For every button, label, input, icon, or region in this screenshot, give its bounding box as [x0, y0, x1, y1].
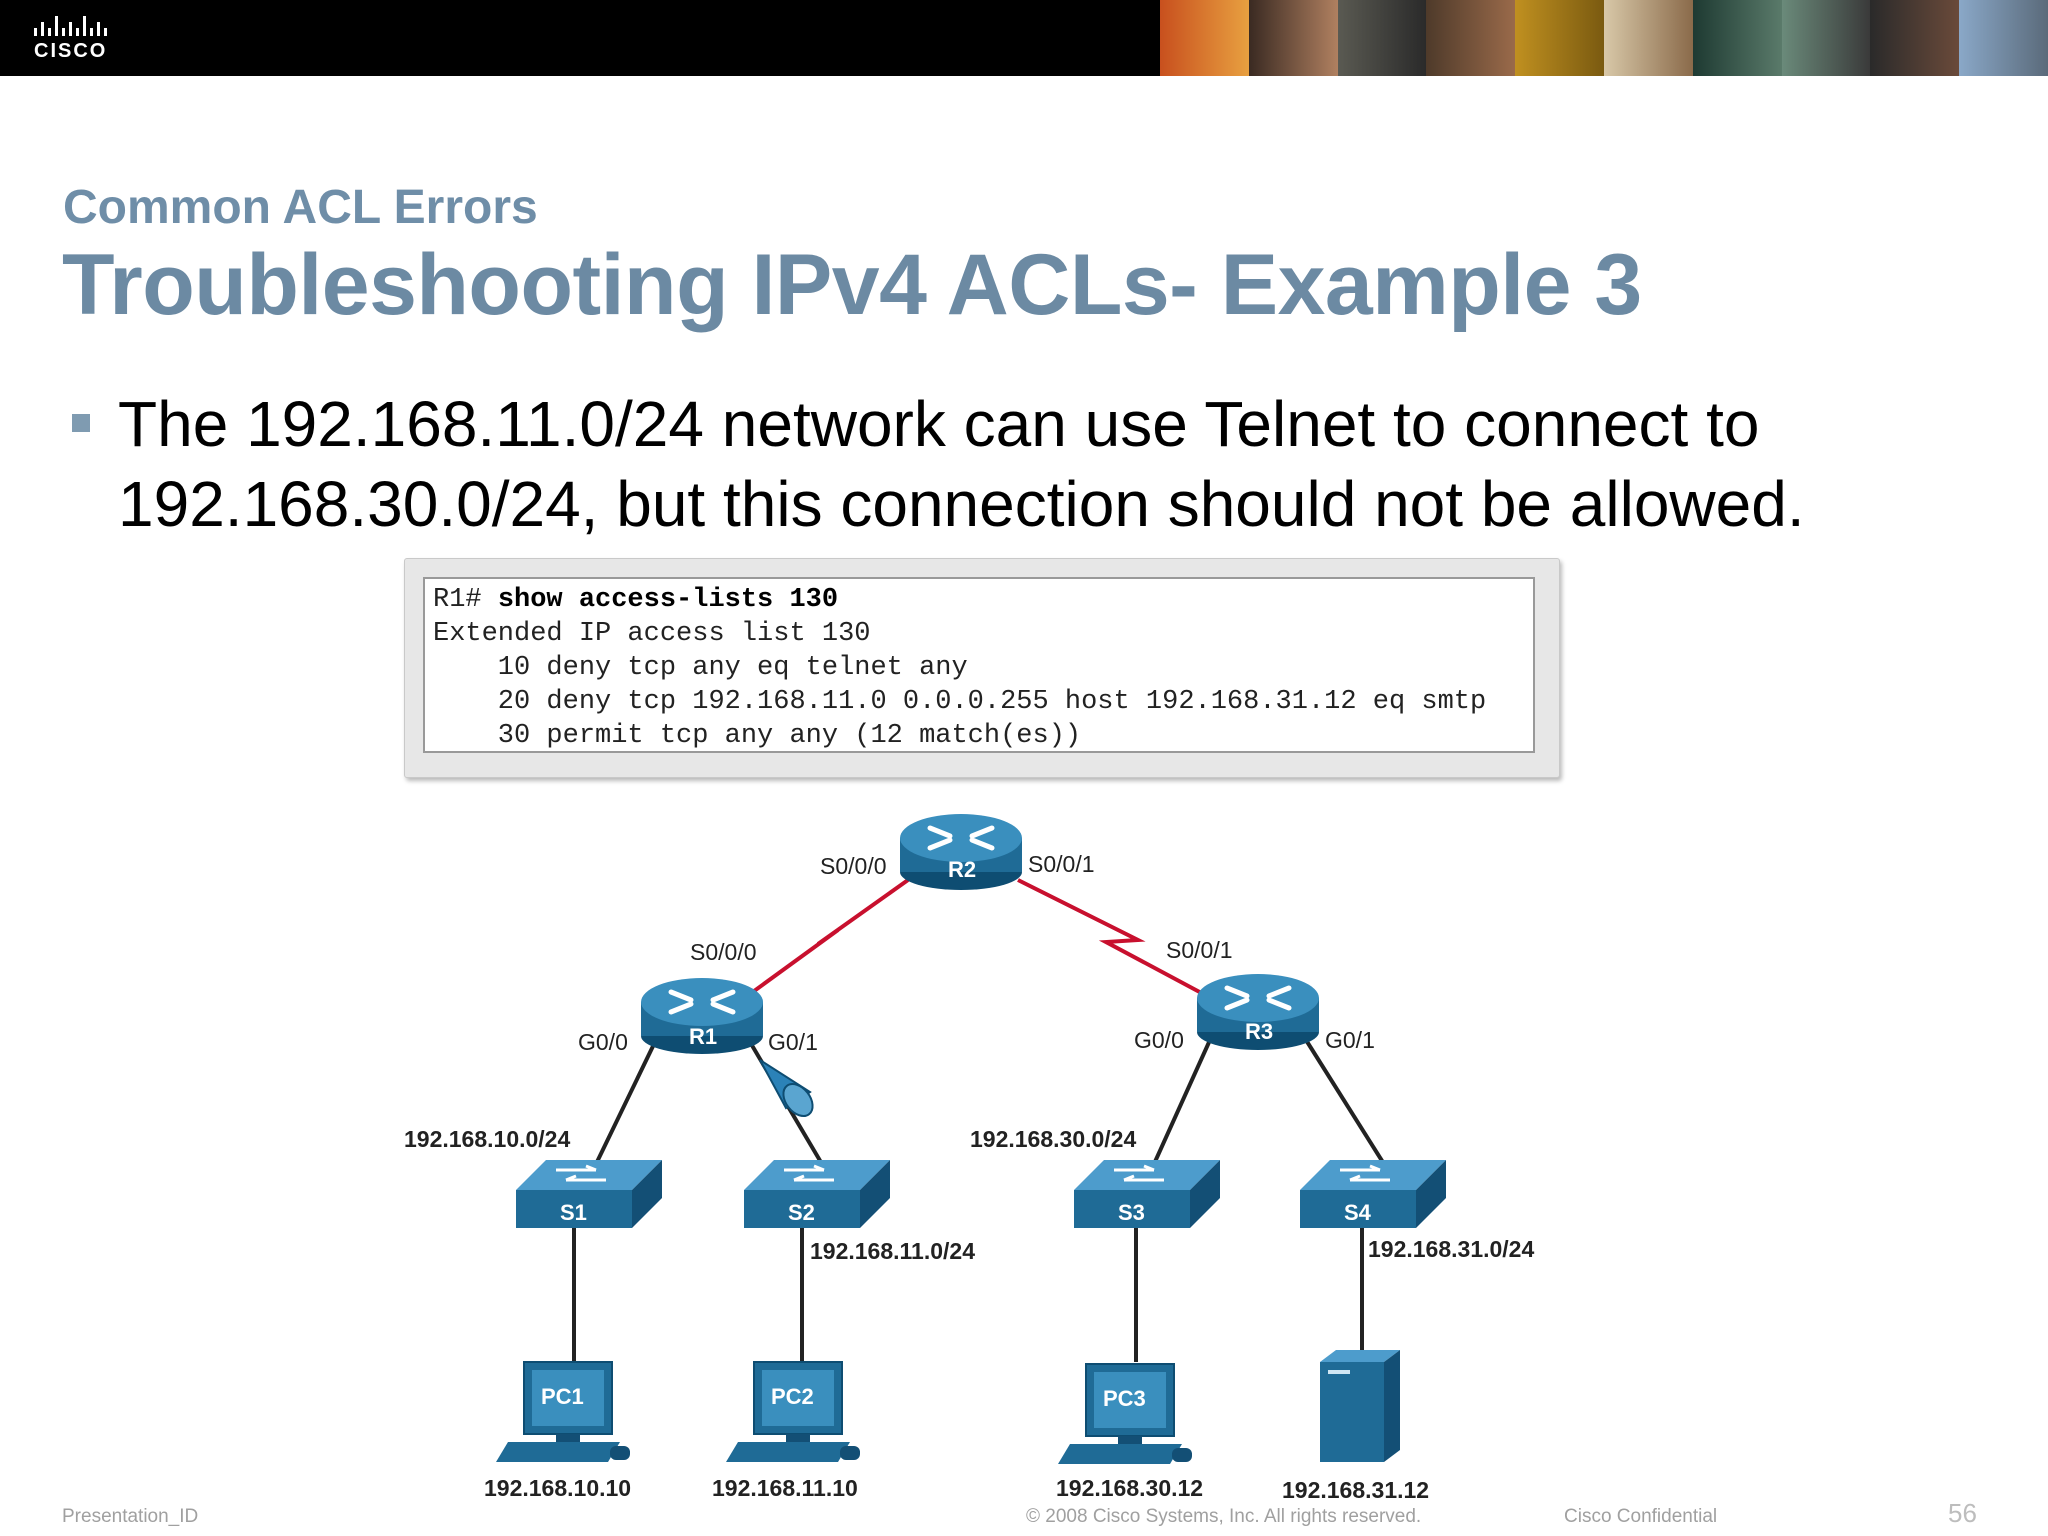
header-bar: CISCO — [0, 0, 2048, 76]
network-label-30: 192.168.30.0/24 — [970, 1126, 1136, 1152]
router-label-r3: R3 — [1245, 1019, 1273, 1044]
pc3-icon[interactable] — [1058, 1363, 1192, 1464]
link-r3-s3 — [1152, 1039, 1212, 1165]
photo-tile — [1781, 0, 1871, 76]
host-ip-pc3: 192.168.30.12 — [1056, 1475, 1203, 1501]
pc-label-pc1: PC1 — [541, 1384, 584, 1409]
pc-label-pc2: PC2 — [771, 1384, 814, 1409]
photo-tile — [1603, 0, 1693, 76]
interface-label-r1-g01: G0/1 — [768, 1029, 818, 1055]
page-number: 56 — [1948, 1498, 1977, 1528]
footer-presentation-id: Presentation_ID — [62, 1506, 199, 1527]
link-r3-s4 — [1304, 1038, 1386, 1166]
photo-tile — [1426, 0, 1516, 76]
switch-label-s3: S3 — [1118, 1200, 1145, 1225]
footer-copyright: © 2008 Cisco Systems, Inc. All rights re… — [1026, 1506, 1422, 1527]
interface-label-r2-s000: S0/0/0 — [820, 853, 887, 879]
interface-label-r1-s000: S0/0/0 — [690, 939, 757, 965]
pc-label-pc3: PC3 — [1103, 1386, 1146, 1411]
cli-prompt: R1# — [433, 585, 498, 615]
footer-confidential: Cisco Confidential — [1564, 1506, 1718, 1527]
photo-tile — [1337, 0, 1427, 76]
cli-output-panel: R1# show access-lists 130 Extended IP ac… — [423, 577, 1535, 753]
serial-link-r2-r3 — [1017, 878, 1223, 1006]
cli-output-line: 30 permit tcp any any (12 match(es)) — [433, 721, 1082, 751]
cisco-logo-icon — [34, 16, 107, 36]
switch-s1-icon[interactable] — [516, 1160, 662, 1228]
cli-output-line: 10 deny tcp any eq telnet any — [433, 653, 968, 683]
host-ip-pc2: 192.168.11.10 — [712, 1475, 858, 1501]
router-r3-icon[interactable] — [1197, 974, 1319, 1050]
photo-tile — [1692, 0, 1782, 76]
serial-link-r1-r2 — [748, 878, 910, 996]
photo-tile — [1248, 0, 1338, 76]
pc1-icon[interactable] — [496, 1361, 630, 1462]
router-r2-icon[interactable] — [900, 814, 1022, 890]
network-label-31: 192.168.31.0/24 — [1368, 1236, 1534, 1262]
bullet-marker — [72, 414, 90, 432]
host-ip-server: 192.168.31.12 — [1282, 1477, 1429, 1503]
interface-label-r3-s001: S0/0/1 — [1166, 937, 1233, 963]
host-ip-pc1: 192.168.10.10 — [484, 1475, 631, 1501]
acl-direction-icon — [759, 1059, 814, 1117]
photo-tile — [1160, 0, 1249, 76]
switch-s4-icon[interactable] — [1300, 1160, 1446, 1228]
cli-output-box: R1# show access-lists 130 Extended IP ac… — [404, 558, 1560, 778]
cisco-logo-text: CISCO — [34, 40, 108, 62]
pc2-icon[interactable] — [726, 1361, 860, 1462]
router-r1-icon[interactable] — [641, 978, 763, 1054]
cli-output-line: 20 deny tcp 192.168.11.0 0.0.0.255 host … — [433, 687, 1487, 717]
slide-title: Troubleshooting IPv4 ACLs- Example 3 — [62, 237, 1642, 333]
switch-label-s2: S2 — [788, 1200, 815, 1225]
network-label-11: 192.168.11.0/24 — [810, 1238, 975, 1264]
cli-command-line: R1# show access-lists 130 — [433, 583, 1525, 617]
interface-label-r3-g00: G0/0 — [1134, 1027, 1184, 1053]
switch-s3-icon[interactable] — [1074, 1160, 1220, 1228]
interface-label-r2-s001: S0/0/1 — [1028, 851, 1095, 877]
server-icon[interactable] — [1320, 1350, 1400, 1462]
interface-label-r1-g00: G0/0 — [578, 1029, 628, 1055]
bullet-text: The 192.168.11.0/24 network can use Teln… — [118, 388, 1805, 540]
photo-tile — [1515, 0, 1604, 76]
cli-output-line: Extended IP access list 130 — [433, 619, 871, 649]
router-label-r1: R1 — [689, 1024, 717, 1049]
network-label-10: 192.168.10.0/24 — [404, 1126, 570, 1152]
interface-label-r3-g01: G0/1 — [1325, 1027, 1375, 1053]
switch-label-s4: S4 — [1344, 1200, 1372, 1225]
photo-tile — [1870, 0, 1960, 76]
photo-strip — [1160, 0, 2048, 76]
slide-subtitle: Common ACL Errors — [63, 181, 538, 234]
switch-s2-icon[interactable] — [744, 1160, 890, 1228]
link-r1-s1 — [594, 1041, 657, 1165]
router-label-r2: R2 — [948, 857, 976, 882]
cli-command: show access-lists 130 — [497, 585, 839, 615]
switch-label-s1: S1 — [560, 1200, 587, 1225]
photo-tile — [1959, 0, 2048, 76]
